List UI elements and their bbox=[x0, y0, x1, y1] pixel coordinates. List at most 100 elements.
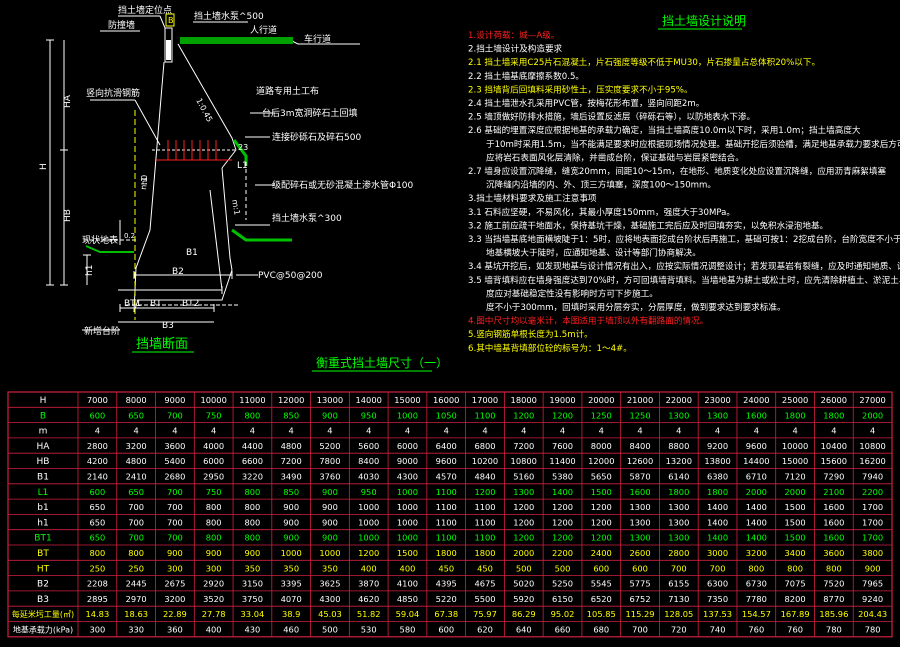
table-cell: 4 bbox=[95, 426, 100, 436]
table-row-label: 地基承载力(kPa) bbox=[13, 625, 73, 635]
table-cell: 800 bbox=[748, 563, 764, 573]
table-cell: 400 bbox=[361, 563, 377, 573]
table-cell: 300 bbox=[167, 563, 183, 573]
table-cell: 700 bbox=[167, 517, 183, 527]
shelf-edge bbox=[221, 149, 237, 169]
table-cell: 25000 bbox=[782, 395, 808, 405]
table-cell: 8000 bbox=[126, 395, 147, 405]
table-cell: 6752 bbox=[629, 594, 650, 604]
table-cell: 800 bbox=[206, 502, 222, 512]
table-cell: 800 bbox=[206, 533, 222, 543]
table-cell: 250 bbox=[89, 563, 105, 573]
note-line: 2.2 挡土墙基底摩擦系数0.5。 bbox=[468, 70, 584, 82]
table-cell: 5775 bbox=[629, 579, 650, 589]
table-cell: 4 bbox=[676, 426, 681, 436]
note-line: 2.1 挡土墙采用C25片石混凝土，片石强度等级不低于MU30，片石掺量占总体积… bbox=[468, 56, 820, 68]
table-cell: 1100 bbox=[474, 517, 495, 527]
note-line: 2.6 基础的埋置深度应根据地基的承载力确定，当挡土墙高度10.0m以下时，采用… bbox=[468, 124, 861, 136]
table-cell: 10800 bbox=[859, 441, 885, 451]
notes-title: 挡土墙设计说明 bbox=[662, 13, 746, 28]
table-cell: 4 bbox=[599, 426, 604, 436]
dim-B2: B2 bbox=[172, 267, 184, 277]
label-slope-small: 0.2 bbox=[124, 232, 135, 240]
table-cell: 2970 bbox=[126, 594, 147, 604]
table-cell: 1300 bbox=[629, 502, 650, 512]
table-row-label: HT bbox=[37, 564, 50, 574]
table-cell: 2200 bbox=[862, 487, 883, 497]
table-cell: 1100 bbox=[436, 533, 457, 543]
table-cell: 7000 bbox=[87, 395, 108, 405]
table-cell: 650 bbox=[128, 410, 144, 420]
table-cell: 2800 bbox=[668, 548, 689, 558]
table-cell: 4300 bbox=[319, 594, 340, 604]
table-cell: 4 bbox=[211, 426, 216, 436]
table-cell: 51.82 bbox=[357, 609, 381, 619]
table-cell: 7350 bbox=[707, 594, 728, 604]
table-cell: 9200 bbox=[707, 441, 728, 451]
table-cell: 2000 bbox=[513, 548, 534, 558]
table-cell: 6150 bbox=[552, 594, 573, 604]
table-cell: 1000 bbox=[397, 533, 418, 543]
table-cell: 740 bbox=[710, 625, 726, 635]
table-cell: 1300 bbox=[629, 517, 650, 527]
table-cell: 7940 bbox=[862, 472, 883, 482]
table-cell: 800 bbox=[89, 548, 105, 558]
table-cell: 300 bbox=[89, 625, 105, 635]
table-cell: 1600 bbox=[823, 533, 844, 543]
table-cell: 1400 bbox=[707, 502, 728, 512]
table-cell: 7120 bbox=[785, 472, 806, 482]
table-cell: 700 bbox=[632, 625, 648, 635]
dim-BT1: BT1 bbox=[124, 299, 141, 309]
table-cell: 1200 bbox=[358, 548, 379, 558]
table-cell: 4000 bbox=[203, 441, 224, 451]
table-cell: 12000 bbox=[278, 395, 304, 405]
table-cell: 1600 bbox=[746, 410, 767, 420]
table-cell: 3200 bbox=[126, 441, 147, 451]
table-cell: 4 bbox=[870, 426, 875, 436]
table-cell: 1200 bbox=[513, 533, 534, 543]
table-cell: 2140 bbox=[87, 472, 108, 482]
table-cell: 1700 bbox=[862, 502, 883, 512]
table-cell: 3200 bbox=[164, 594, 185, 604]
table-cell: 2920 bbox=[203, 579, 224, 589]
table-cell: 3760 bbox=[319, 472, 340, 482]
parapet-fill bbox=[166, 40, 171, 60]
table-row-label: HB bbox=[37, 457, 50, 467]
table-cell: 15000 bbox=[782, 456, 808, 466]
table-cell: 250 bbox=[128, 563, 144, 573]
table-cell: 3600 bbox=[823, 548, 844, 558]
table-cell: 1300 bbox=[668, 533, 689, 543]
note-line: 于10m时采用1.5m，当不能满足要求时应根据现场情况处理。基础开挖后须验槽，满… bbox=[486, 138, 900, 150]
table-cell: 650 bbox=[89, 517, 105, 527]
table-cell: 9240 bbox=[862, 594, 883, 604]
table-cell: 800 bbox=[245, 517, 261, 527]
table-cell: 8400 bbox=[358, 456, 379, 466]
table-row-label: B1 bbox=[37, 473, 49, 483]
table-cell: 1400 bbox=[746, 533, 767, 543]
table-cell: 1300 bbox=[668, 410, 689, 420]
table-cell: 4070 bbox=[281, 594, 302, 604]
table-cell: 350 bbox=[245, 563, 261, 573]
table-cell: 900 bbox=[322, 517, 338, 527]
table-cell: 1000 bbox=[281, 548, 302, 558]
table-cell: 700 bbox=[128, 502, 144, 512]
table-cell: 1200 bbox=[513, 502, 534, 512]
table-title: 衡重式挡土墙尺寸（一） bbox=[316, 356, 448, 370]
table-cell: 1250 bbox=[629, 410, 650, 420]
table-cell: 7075 bbox=[785, 579, 806, 589]
table-cell: 1500 bbox=[785, 533, 806, 543]
table-cell: 1500 bbox=[591, 487, 612, 497]
label-anti-slide: 竖向抗滑钢筋 bbox=[86, 87, 140, 99]
table-cell: 4300 bbox=[397, 472, 418, 482]
table-cell: 5920 bbox=[513, 594, 534, 604]
table-cell: 300 bbox=[206, 563, 222, 573]
table-cell: 900 bbox=[322, 487, 338, 497]
table-cell: 900 bbox=[283, 502, 299, 512]
table-cell: 800 bbox=[245, 487, 261, 497]
leaders bbox=[82, 15, 275, 331]
table-cell: 1600 bbox=[823, 502, 844, 512]
road-fill bbox=[180, 37, 293, 44]
table-cell: 350 bbox=[322, 563, 338, 573]
table-cell: 680 bbox=[593, 625, 609, 635]
